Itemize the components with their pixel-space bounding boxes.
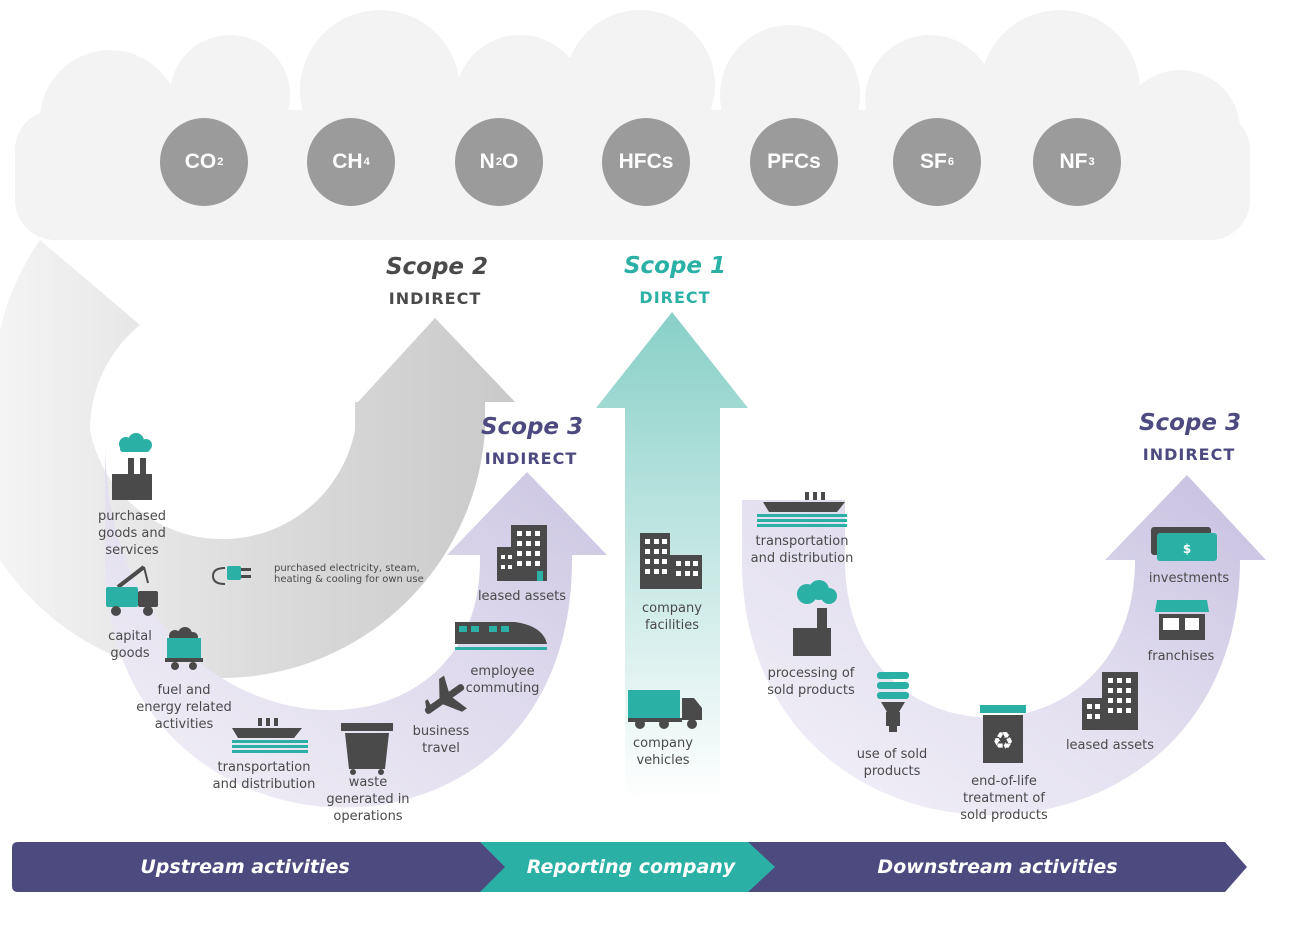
gas-co2-symbol: CO [184,150,217,173]
downstream-building-icon [1082,672,1138,730]
building-icon [497,525,547,581]
upstream-activities-label: Upstream activities [140,856,350,878]
reporting-company-label: Reporting company [526,856,736,878]
train-icon [455,622,547,650]
scope3-upstream-title: Scope 3 [480,414,584,440]
gas-co2-subscript: 2 [217,156,224,168]
crane-truck-icon [106,565,158,616]
plug-icon [211,566,251,585]
downstream-leased-assets-label: leased assets [1065,738,1155,753]
gas-pfcs: PFCs [750,118,838,206]
purchased-goods-label: purchased goods and services [98,509,166,558]
gas-nf3-symbol: NF [1059,150,1088,173]
franchises-label: franchises [1147,649,1215,664]
gas-pfcs-symbol: PFCs [767,150,821,173]
scope3-downstream-title: Scope 3 [1138,410,1242,436]
scope2-title: Scope 2 [385,254,489,280]
storefront-icon [1155,600,1209,640]
scope3-downstream-subtitle: INDIRECT [1142,445,1236,464]
gas-ch4-symbol: CH [332,150,363,173]
fuel-energy-label: fuel and energy related activities [136,683,232,732]
downstream-transportation-label: transportation and distribution [750,534,854,566]
upstream-leased-assets-label: leased assets [477,589,567,604]
gas-sf6-subscript: 6 [947,156,954,168]
airplane-icon [424,675,467,714]
upstream-transportation-label: transportation and distribution [212,760,316,792]
company-facilities-icon [640,533,702,589]
scope1-title: Scope 1 [623,253,727,279]
company-facilities-label: company facilities [642,601,702,633]
end-of-life-label: end-of-life treatment of sold products [960,774,1048,823]
scope2-subtitle: INDIRECT [388,289,482,308]
factory-cloud-icon [112,433,152,500]
purchased-electricity-label: purchased electricity, steam, heating & … [274,563,424,585]
capital-goods-label: capital goods [108,629,152,661]
company-truck-icon [628,690,702,729]
svg-text:♻: ♻ [992,727,1014,755]
company-vehicles-label: company vehicles [633,736,693,768]
waste-label: waste generated in operations [326,775,410,824]
employee-commuting-label: employee commuting [465,664,540,696]
waste-bin-icon [341,723,393,775]
gas-ch4-subscript: 4 [363,156,370,168]
coal-cart-icon [165,627,203,670]
activity-band [12,842,1247,892]
gas-n2o-subscript: 2 [495,156,502,168]
cargo-ship-icon [232,718,308,753]
gas-hfcs-symbol: HFCs [618,150,674,173]
scope3-upstream-arrow [105,440,607,808]
scope3-upstream-subtitle: INDIRECT [484,449,578,468]
scope1-subtitle: DIRECT [639,288,711,307]
svg-text:$: $ [1183,542,1191,556]
investments-label: investments [1148,571,1230,586]
business-travel-label: business travel [412,724,470,756]
processing-factory-icon [793,580,837,656]
gas-n2o-symbol: N [479,150,495,173]
gas-n2o-tail: O [501,150,519,173]
gas-nf3-subscript: 3 [1088,156,1095,168]
processing-label: processing of sold products [767,666,855,698]
recycle-bin-icon: ♻ [980,705,1026,763]
use-of-sold-products-label: use of sold products [856,747,928,779]
gas-hfcs: HFCs [602,118,690,206]
money-icon: $ [1151,527,1217,561]
downstream-ship-icon [757,492,847,527]
light-bulb-icon [877,672,909,732]
downstream-activities-label: Downstream activities [877,856,1118,878]
gas-sf6-symbol: SF [920,150,947,173]
